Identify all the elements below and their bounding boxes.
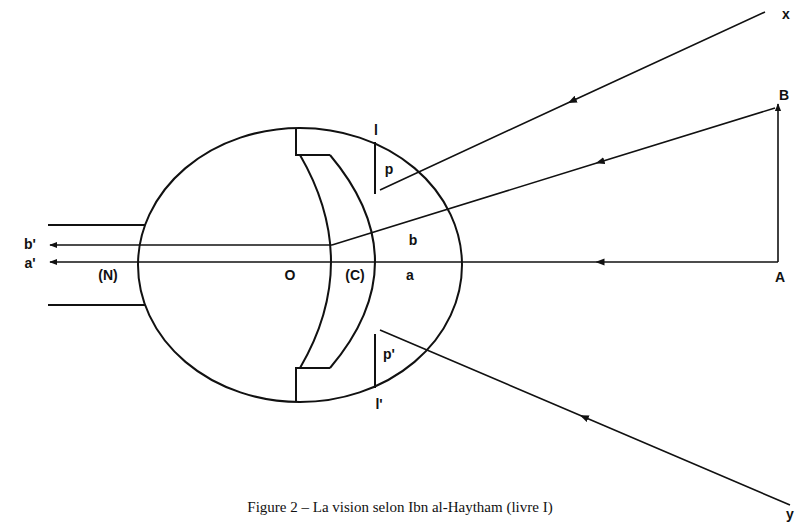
point-label: (C)	[345, 268, 364, 282]
point-label: l	[374, 123, 378, 137]
point-label: p'	[383, 347, 395, 361]
object-arrow	[777, 104, 779, 262]
point-label: B	[779, 88, 789, 102]
point-label: p	[385, 162, 394, 176]
figure-caption: Figure 2 – La vision selon Ibn al-Haytha…	[247, 499, 552, 516]
point-label: l'	[375, 397, 382, 411]
point-label: (N)	[98, 268, 117, 282]
ray-y	[380, 330, 790, 505]
optic-nerve	[48, 304, 145, 306]
point-label: b	[409, 233, 418, 247]
ray-a	[50, 261, 778, 263]
point-label: b'	[24, 237, 36, 251]
point-label: y	[786, 507, 794, 521]
point-label: a	[406, 268, 414, 282]
ray-x	[380, 12, 765, 190]
ray-b-image	[50, 244, 332, 246]
cornea-line	[374, 142, 376, 194]
uvea-wall	[296, 368, 330, 401]
point-label: x	[782, 7, 790, 21]
eye-globe	[138, 128, 462, 402]
cornea-line	[374, 334, 376, 388]
optic-nerve	[48, 224, 145, 226]
point-label: O	[285, 268, 296, 282]
ray-b	[332, 108, 775, 245]
point-label: A	[775, 270, 785, 284]
uvea-wall	[296, 129, 330, 155]
point-label: a'	[24, 256, 35, 270]
